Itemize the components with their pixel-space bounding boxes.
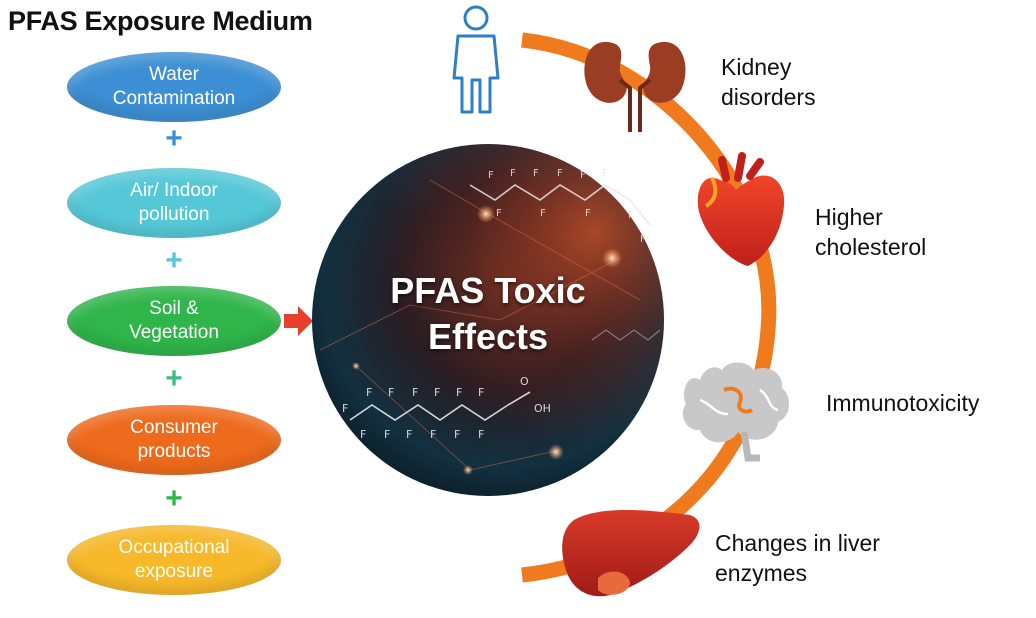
svg-text:F: F xyxy=(510,168,516,179)
plus-icon: + xyxy=(165,122,183,155)
center-label: PFAS Toxic Effects xyxy=(390,270,586,357)
svg-text:F: F xyxy=(533,168,539,179)
effect-liver-label: Changes in liver enzymes xyxy=(715,530,880,586)
svg-text:F: F xyxy=(456,386,462,399)
svg-text:F: F xyxy=(384,428,390,441)
exposure-consumer-label: Consumer products xyxy=(130,417,218,462)
svg-text:F: F xyxy=(454,428,460,441)
pfas-sphere: F F F F F F F F F F F F F F F F F F F F F F F F O OH xyxy=(312,144,664,496)
exposure-occupational: Occupational exposure xyxy=(67,525,281,595)
svg-text:F: F xyxy=(628,210,634,221)
brain-icon xyxy=(682,362,790,462)
svg-text:O: O xyxy=(520,375,529,388)
liver-icon xyxy=(562,510,700,597)
exposure-water: Water Contamination xyxy=(67,52,281,122)
svg-text:F: F xyxy=(640,234,646,245)
svg-text:F: F xyxy=(580,170,586,181)
effect-kidney-label: Kidney disorders xyxy=(721,54,816,110)
svg-text:F: F xyxy=(602,168,608,179)
svg-text:F: F xyxy=(557,168,563,179)
svg-text:F: F xyxy=(430,428,436,441)
exposure-soil-label: Soil & Vegetation xyxy=(129,298,219,343)
kidney-icon xyxy=(584,41,686,132)
exposure-air-label: Air/ Indoor pollution xyxy=(130,180,218,225)
effect-immunotoxicity-label: Immunotoxicity xyxy=(826,390,980,416)
svg-text:F: F xyxy=(406,428,412,441)
svg-text:F: F xyxy=(540,208,546,219)
effect-cholesterol-label: Higher cholesterol xyxy=(815,204,927,260)
exposure-water-label: Water Contamination xyxy=(112,64,236,109)
plus-icon: + xyxy=(165,482,183,515)
heart-icon xyxy=(697,152,785,266)
exposure-occupational-label: Occupational exposure xyxy=(118,537,230,582)
svg-text:F: F xyxy=(434,386,440,399)
page-title: PFAS Exposure Medium xyxy=(8,6,313,36)
svg-text:F: F xyxy=(412,386,418,399)
svg-text:F: F xyxy=(478,386,484,399)
exposure-soil: Soil & Vegetation xyxy=(67,286,281,356)
svg-text:F: F xyxy=(388,386,394,399)
exposure-consumer: Consumer products xyxy=(67,405,281,475)
svg-text:F: F xyxy=(585,208,591,219)
exposure-air: Air/ Indoor pollution xyxy=(67,168,281,238)
svg-text:F: F xyxy=(488,170,494,181)
plus-icon: + xyxy=(165,362,183,395)
person-icon xyxy=(452,5,500,114)
plus-icon: + xyxy=(165,244,183,277)
svg-text:F: F xyxy=(342,402,348,415)
svg-text:F: F xyxy=(478,428,484,441)
svg-text:F: F xyxy=(360,428,366,441)
svg-text:OH: OH xyxy=(534,402,551,415)
arrow-right-icon xyxy=(284,306,313,336)
svg-text:F: F xyxy=(366,386,372,399)
svg-text:F: F xyxy=(496,208,502,219)
